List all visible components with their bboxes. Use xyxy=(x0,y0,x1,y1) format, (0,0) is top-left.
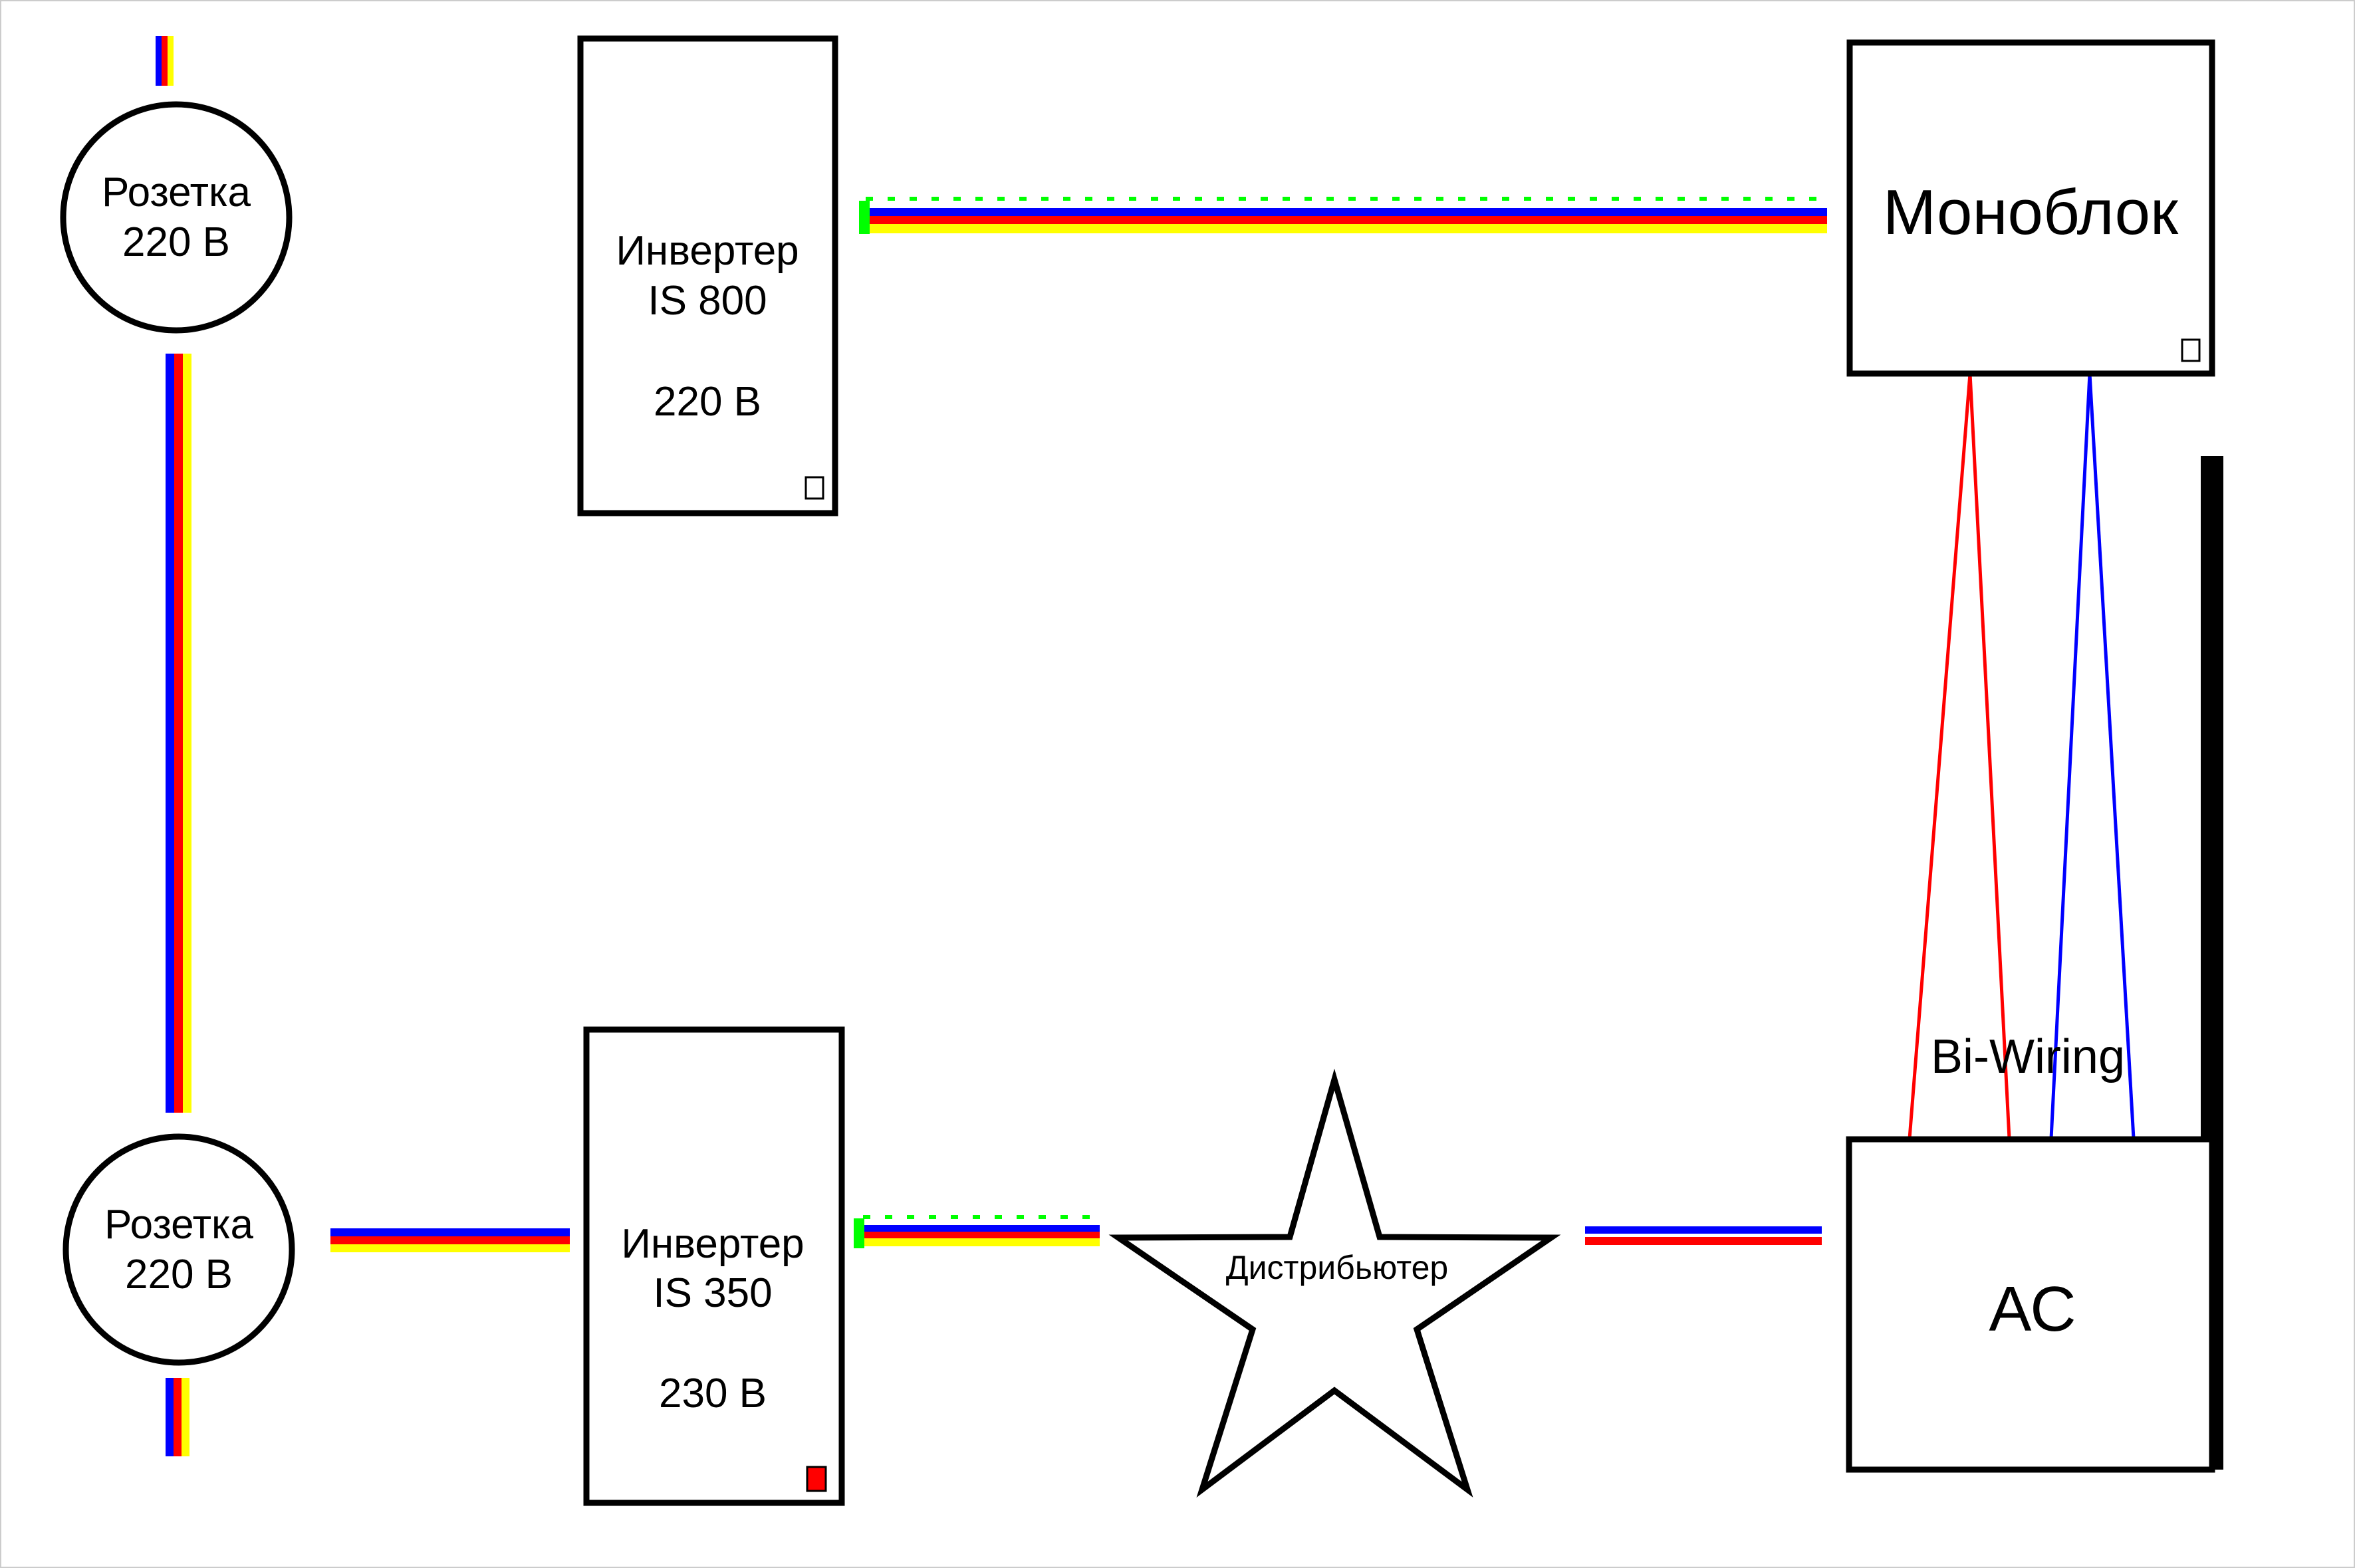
cable-distributor-to-inverter-350 xyxy=(854,1215,1100,1248)
wire-red xyxy=(866,216,1827,224)
wire-blue xyxy=(330,1228,570,1236)
socket-label-line2: 220 В xyxy=(122,219,230,265)
star-icon xyxy=(1108,1068,1561,1498)
distributor: Дистрибьютер xyxy=(1108,1068,1561,1498)
socket-label-line1: Розетка xyxy=(102,169,251,215)
cable-distributor-to-speaker xyxy=(1585,1226,1822,1245)
cable-bottom-stub xyxy=(166,1378,189,1456)
socket-label-line1: Розетка xyxy=(104,1202,253,1248)
wire-red xyxy=(863,1232,1100,1238)
inverter-is-800: Инвертер IS 800 220 В xyxy=(577,35,838,516)
monoblock: Моноблок xyxy=(1846,39,2215,377)
speaker-box xyxy=(1846,1136,2215,1473)
cable-socket-to-socket xyxy=(166,354,191,1113)
wire-yellow xyxy=(866,224,1827,233)
wire-blue xyxy=(1585,1226,1822,1234)
ground-connector xyxy=(854,1218,864,1248)
speaker-label: АС xyxy=(1989,1274,2076,1345)
bi-wiring-label: Bi-Wiring xyxy=(1931,1030,2125,1083)
wire-red xyxy=(174,1378,182,1456)
wire-red xyxy=(174,354,183,1113)
wire-red xyxy=(330,1236,570,1244)
monoblock-box xyxy=(1846,39,2215,377)
inverter-box xyxy=(577,35,838,516)
socket-icon xyxy=(62,1133,295,1366)
socket-bottom: Розетка 220 В xyxy=(62,1133,295,1366)
wire-yellow xyxy=(182,1378,189,1456)
bi-wiring-cables xyxy=(1908,373,2136,1139)
wire-blue xyxy=(866,208,1827,216)
speaker: АС xyxy=(1846,1136,2215,1473)
wire-blue xyxy=(166,354,174,1113)
socket-label-line2: 220 В xyxy=(125,1252,233,1297)
indicator-icon xyxy=(805,476,824,500)
monoblock-label: Моноблок xyxy=(1883,177,2179,248)
inverter-label-line3: 220 В xyxy=(654,379,761,425)
indicator-icon xyxy=(2181,338,2201,362)
cable-top-stub xyxy=(156,36,174,86)
wire-red xyxy=(1585,1237,1822,1245)
cable-inverter-800-to-monoblock xyxy=(859,197,1827,234)
inverter-label-line2: IS 800 xyxy=(648,278,767,324)
wire-red-right xyxy=(1968,373,2011,1139)
wire-blue-left xyxy=(2049,373,2092,1139)
wire-yellow xyxy=(863,1238,1100,1246)
indicator-icon xyxy=(806,1466,827,1492)
inverter-label-line2: IS 350 xyxy=(653,1270,772,1316)
ground-connector xyxy=(859,201,870,234)
wire-blue xyxy=(863,1225,1100,1232)
wire-yellow xyxy=(168,36,174,86)
wire-red-left xyxy=(1908,373,1972,1139)
wire-blue-right xyxy=(2088,373,2136,1139)
wire-blue xyxy=(156,36,162,86)
socket-top: Розетка 220 В xyxy=(60,101,293,334)
inverter-is-350: Инвертер IS 350 230 В xyxy=(583,1026,845,1506)
cable-socket-to-inverter-350 xyxy=(330,1228,570,1252)
wire-blue xyxy=(166,1378,174,1456)
inverter-label-line1: Инвертер xyxy=(616,228,799,274)
wire-red xyxy=(162,36,168,86)
wire-yellow xyxy=(183,354,191,1113)
wire-yellow xyxy=(330,1244,570,1252)
inverter-label-line3: 230 В xyxy=(659,1371,767,1416)
inverter-box xyxy=(583,1026,845,1506)
inverter-label-line1: Инвертер xyxy=(621,1221,804,1267)
distributor-label: Дистрибьютер xyxy=(1226,1249,1448,1286)
socket-icon xyxy=(60,101,293,334)
